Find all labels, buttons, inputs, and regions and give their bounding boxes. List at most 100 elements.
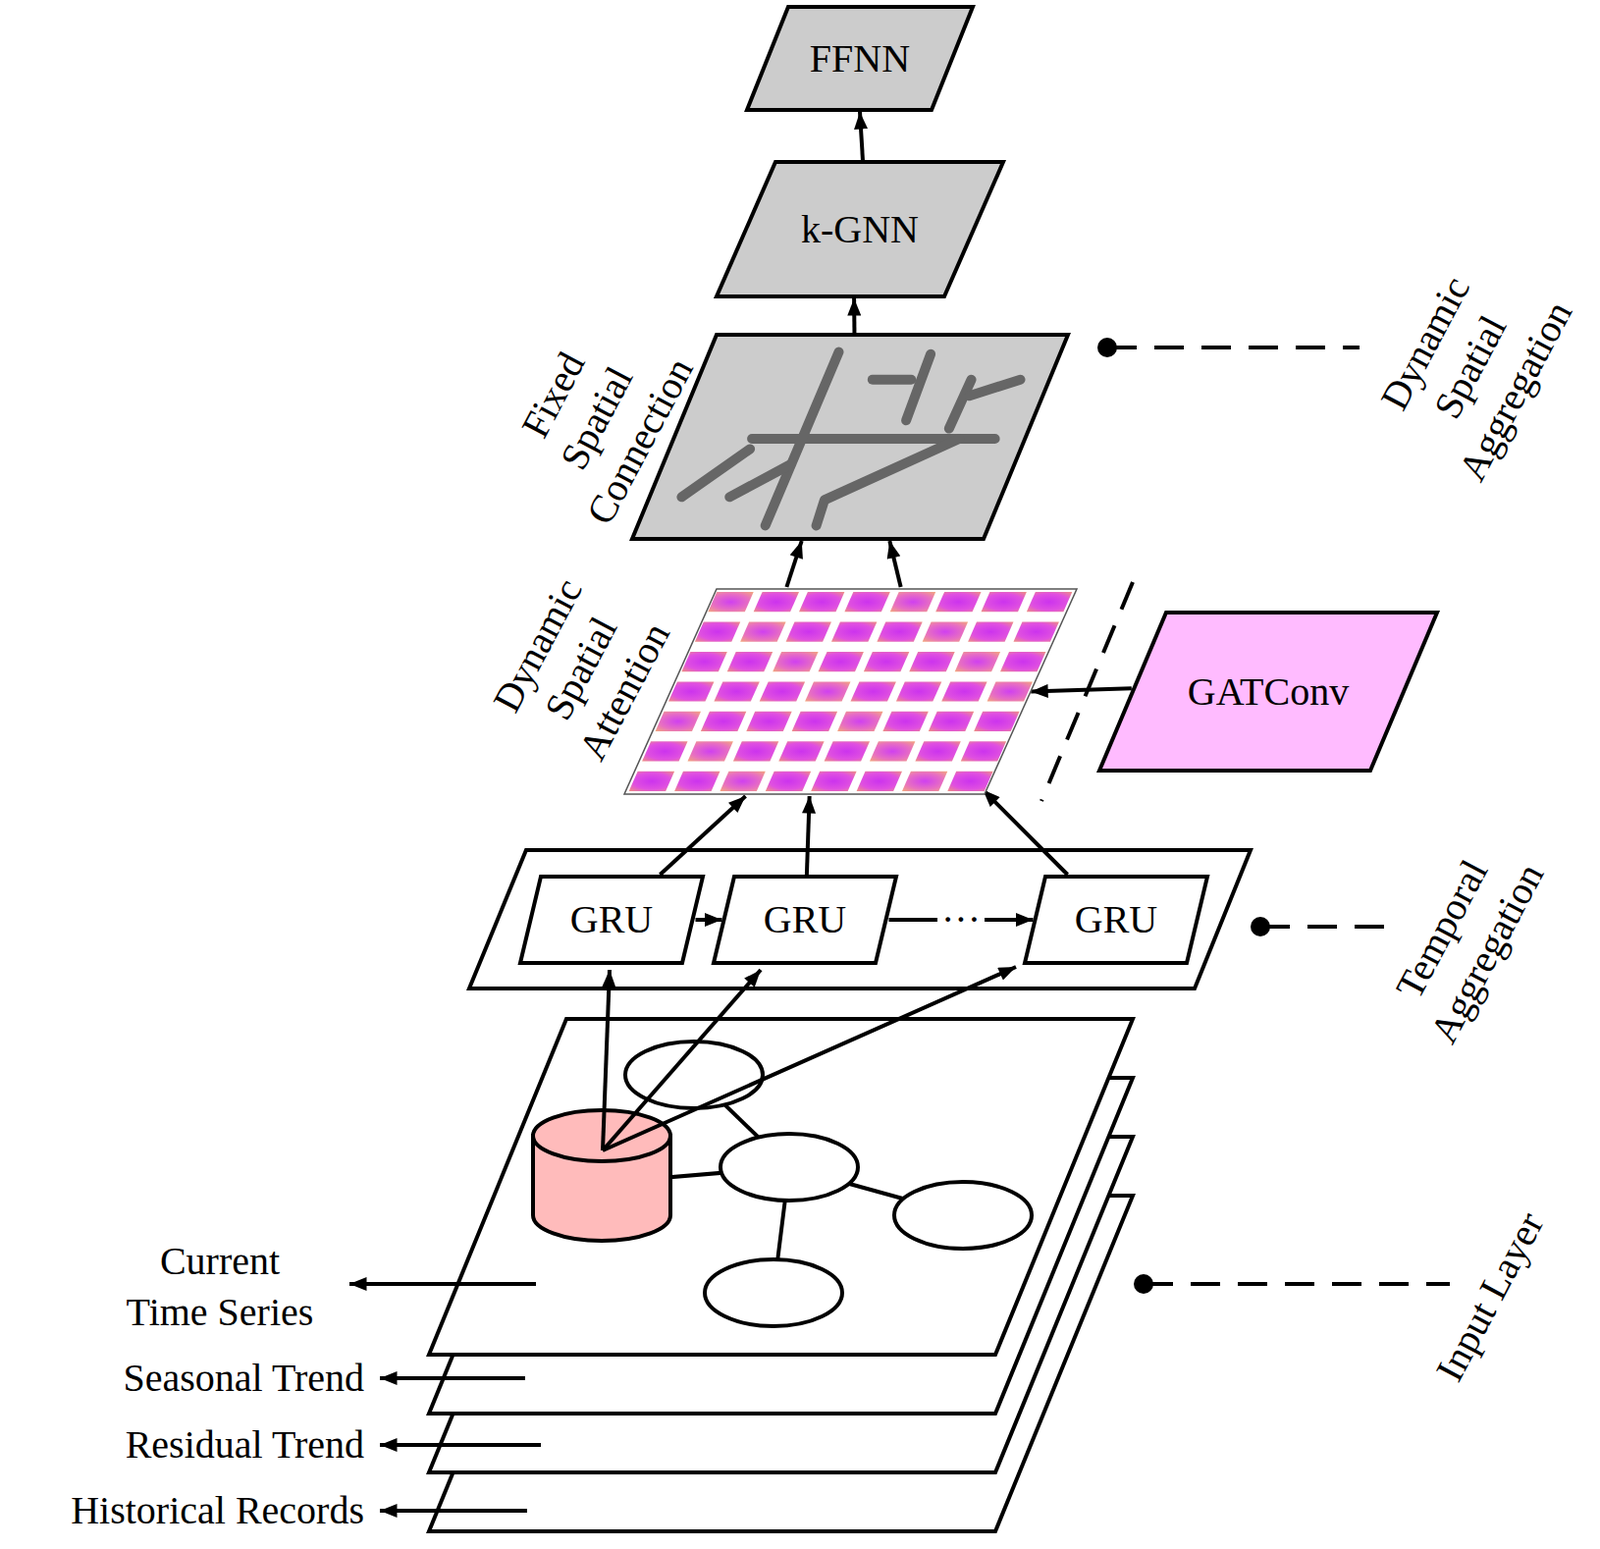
input-arrow bbox=[602, 966, 1016, 1151]
road-line bbox=[729, 464, 791, 497]
leader-arrow bbox=[379, 1376, 526, 1381]
road-line bbox=[816, 438, 960, 526]
leader-dot bbox=[1133, 1274, 1154, 1294]
connector-arrow bbox=[859, 111, 863, 160]
input-label: Historical Records bbox=[70, 1485, 365, 1537]
spatial-map: Fixed Spatial Connection bbox=[630, 332, 1070, 541]
dashed-leader bbox=[1107, 345, 1360, 350]
node-shape bbox=[622, 586, 1079, 797]
attention-cell bbox=[786, 622, 832, 642]
attention-cell bbox=[720, 771, 766, 792]
input-arrow bbox=[602, 969, 610, 1151]
node-label: GRU bbox=[763, 898, 847, 942]
attention-cell bbox=[914, 741, 960, 761]
gru-cell: GRU bbox=[711, 874, 899, 965]
input-label: Residual Trend bbox=[125, 1419, 365, 1471]
attention-cell bbox=[869, 741, 915, 761]
attention-cell bbox=[973, 711, 1019, 732]
parallelogram-outline bbox=[1099, 612, 1438, 771]
attention-cell bbox=[694, 622, 741, 642]
attention-cell bbox=[831, 622, 877, 642]
attention-cell bbox=[733, 741, 779, 761]
attention-cell bbox=[863, 651, 909, 672]
parallelogram-outline bbox=[520, 876, 703, 963]
parallelogram-outline bbox=[1024, 876, 1208, 963]
gnn-layer: k-GNN bbox=[714, 160, 1006, 299]
attention-cell bbox=[1013, 622, 1060, 642]
attention-cell bbox=[778, 741, 824, 761]
graph-node bbox=[720, 1133, 858, 1201]
node-label: FFNN bbox=[809, 37, 910, 81]
attention-cell bbox=[955, 651, 1001, 672]
attention-cell bbox=[947, 771, 993, 792]
connector-arrow bbox=[806, 796, 810, 875]
attention-cell bbox=[753, 591, 800, 612]
attention-cell bbox=[941, 681, 987, 701]
leader-arrow bbox=[379, 1508, 528, 1513]
connector-arrow bbox=[889, 540, 901, 587]
attention-cell bbox=[792, 711, 838, 732]
gatconv-box: GATConv bbox=[1097, 610, 1440, 773]
attention-cell bbox=[837, 711, 883, 732]
attention-cell bbox=[629, 771, 675, 792]
attention-cell bbox=[799, 591, 845, 612]
attention-cell bbox=[824, 741, 870, 761]
dashed-leader bbox=[1260, 924, 1390, 929]
attention-cell bbox=[876, 622, 922, 642]
input-label: Current Time Series bbox=[119, 1235, 321, 1338]
attention-cell bbox=[772, 651, 818, 672]
graph-node bbox=[894, 1181, 1032, 1249]
leader-arrow bbox=[349, 1281, 536, 1286]
edge-label: ··· bbox=[937, 900, 985, 940]
attention-grid: Dynamic Spatial Attention bbox=[622, 586, 1079, 797]
attention-cell bbox=[935, 591, 981, 612]
attention-cell bbox=[981, 591, 1027, 612]
attention-cell bbox=[674, 771, 720, 792]
node-shape bbox=[630, 332, 1070, 541]
attention-cell bbox=[908, 651, 955, 672]
attention-cell bbox=[681, 651, 727, 672]
attention-cell bbox=[818, 651, 864, 672]
road-line bbox=[969, 379, 1021, 397]
connector-arrow bbox=[786, 540, 801, 587]
connector-arrow bbox=[1030, 688, 1132, 692]
attention-cell bbox=[856, 771, 903, 792]
attention-cell bbox=[804, 681, 851, 701]
attention-cell bbox=[713, 681, 759, 701]
connector-arrow bbox=[852, 298, 856, 333]
output-layer: FFNN bbox=[745, 4, 975, 112]
parallelogram-outline bbox=[624, 588, 1077, 795]
rotated-side-label: Temporal Aggregation bbox=[1373, 830, 1556, 1052]
rotated-side-label: Dynamic Spatial Aggregation bbox=[1356, 244, 1585, 490]
road-line bbox=[949, 379, 972, 429]
temporal-frame bbox=[469, 850, 1251, 989]
attention-cell bbox=[641, 741, 688, 761]
attention-cell bbox=[960, 741, 1007, 761]
attention-cell bbox=[759, 681, 805, 701]
attention-cell bbox=[928, 711, 974, 732]
attention-cell bbox=[896, 681, 942, 701]
parallelogram-outline bbox=[713, 876, 897, 963]
attention-cell bbox=[1026, 591, 1072, 612]
attention-cell bbox=[967, 622, 1014, 642]
attention-cell bbox=[902, 771, 948, 792]
parallelogram-outline bbox=[746, 6, 973, 110]
parallelogram-outline bbox=[716, 161, 1004, 297]
input-arrow bbox=[602, 969, 761, 1151]
attention-cell bbox=[765, 771, 811, 792]
attention-cell bbox=[740, 622, 786, 642]
attention-cell bbox=[727, 651, 773, 672]
attention-cell bbox=[700, 711, 747, 732]
connector-arrow bbox=[695, 917, 723, 922]
attention-cell bbox=[987, 681, 1033, 701]
dashed-leader bbox=[1143, 1281, 1450, 1286]
node-label: GRU bbox=[570, 898, 653, 942]
attention-cell bbox=[688, 741, 734, 761]
attention-cell bbox=[655, 711, 701, 732]
attention-cell bbox=[844, 591, 890, 612]
attention-cell bbox=[882, 711, 928, 732]
attention-cell bbox=[810, 771, 856, 792]
leader-dot bbox=[1097, 337, 1118, 358]
gru-cell: GRU bbox=[518, 874, 705, 965]
